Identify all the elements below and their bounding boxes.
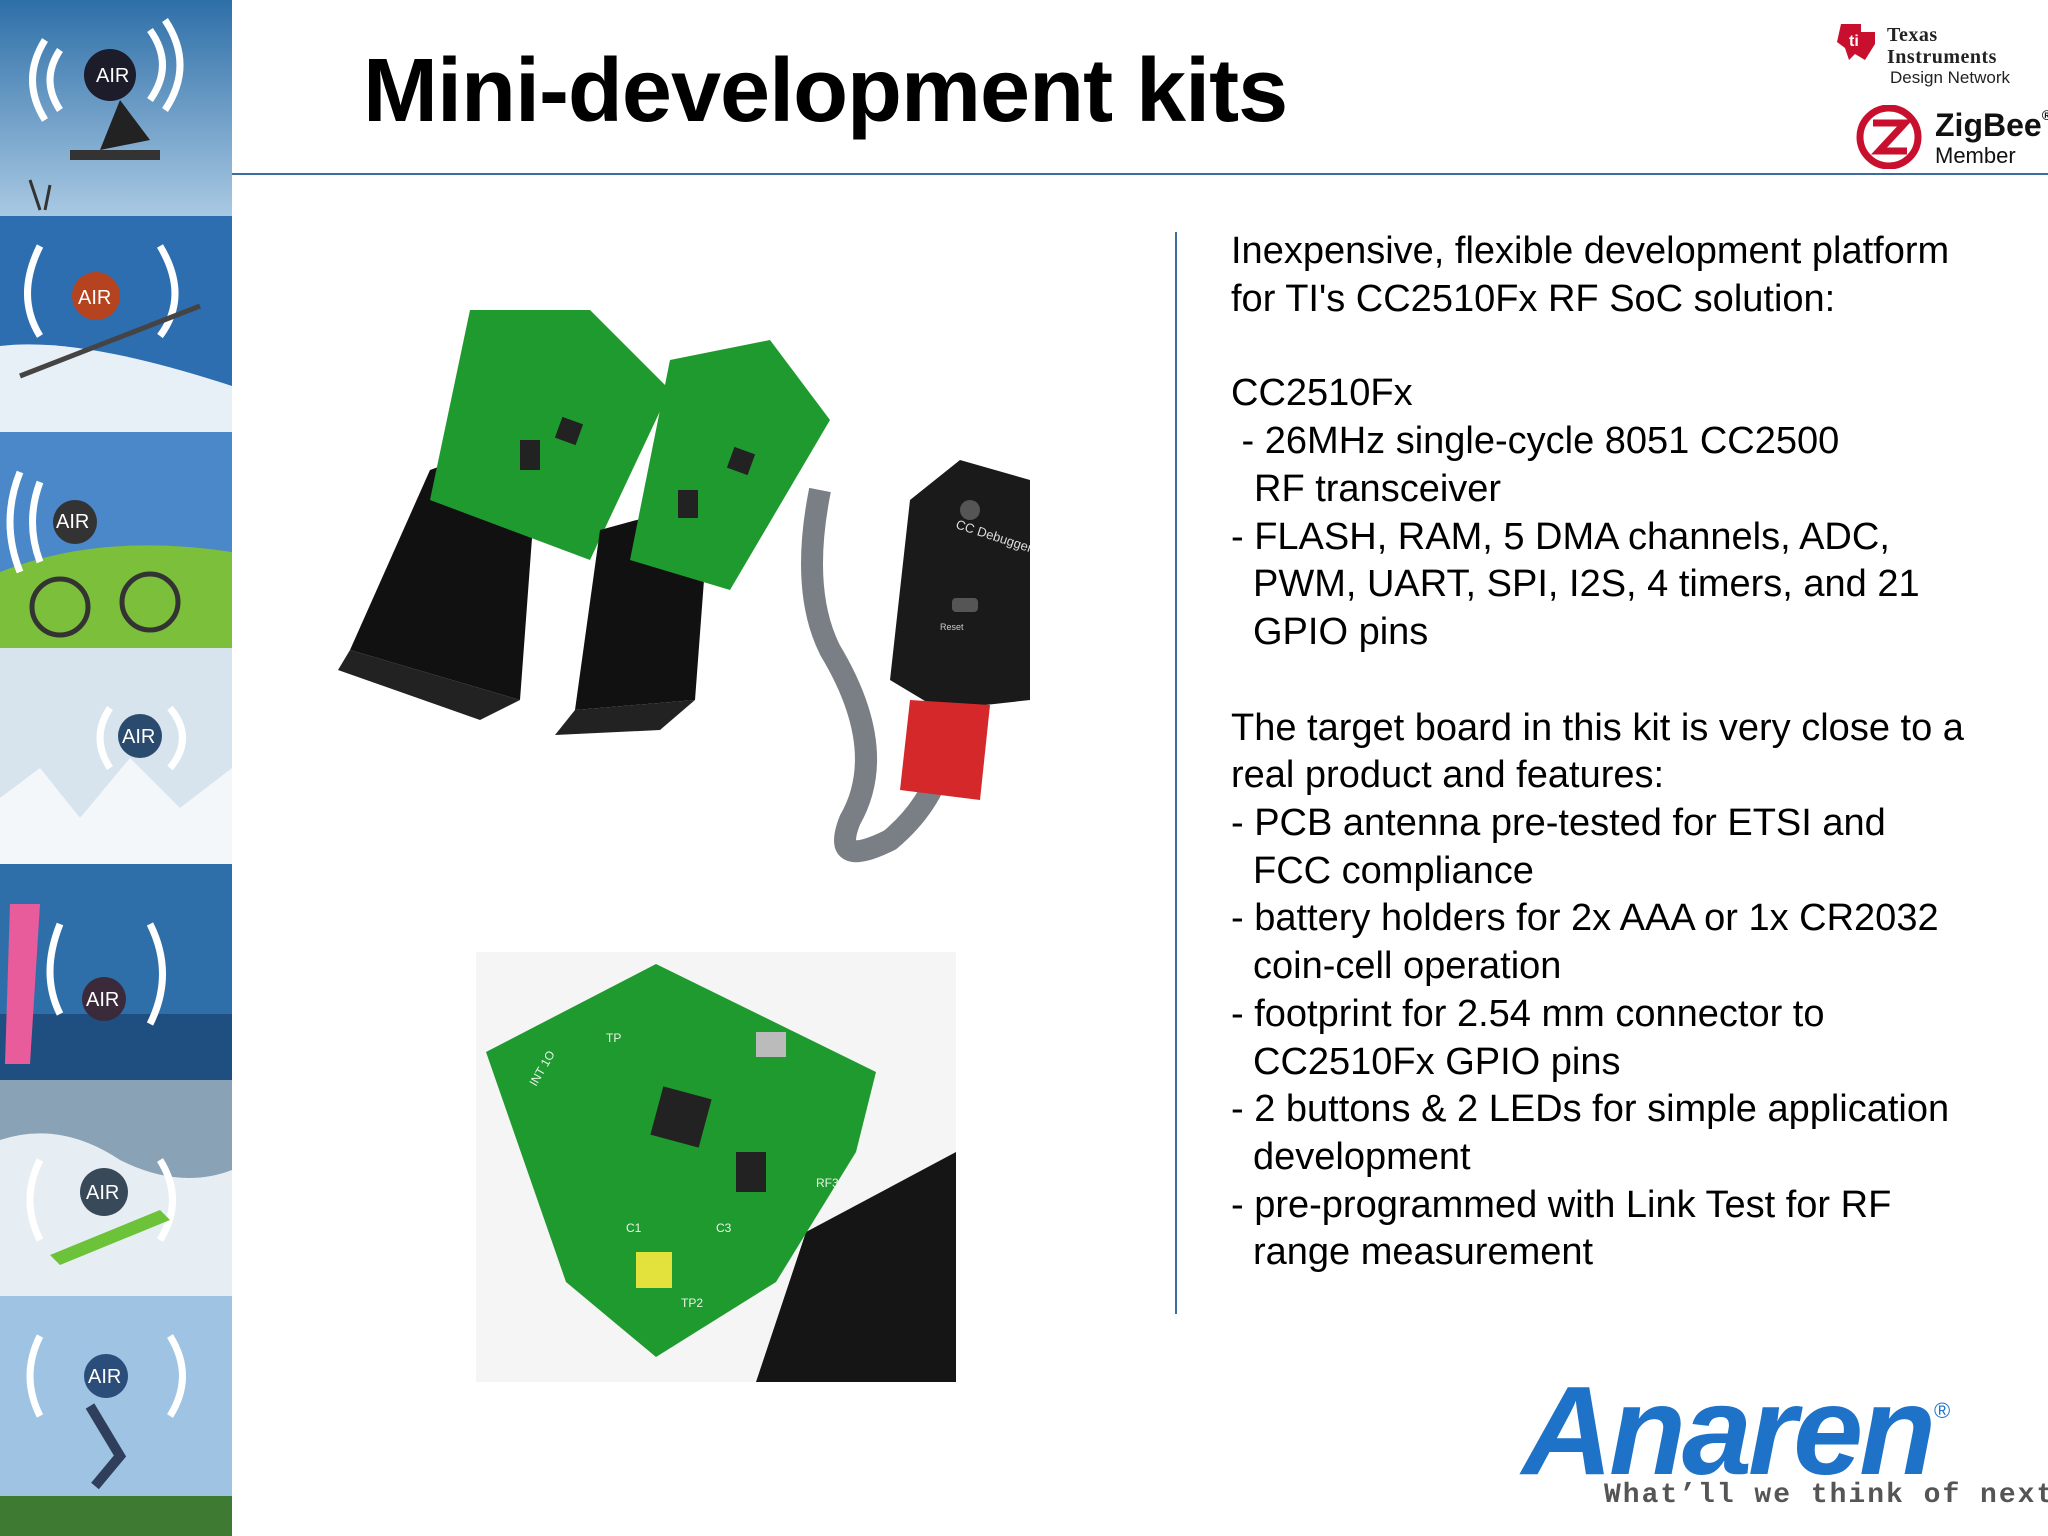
svg-text:AIR: AIR [86,1182,119,1204]
target-board-closeup [486,964,876,1357]
board-silkscreen-tp2: TP2 [681,1296,703,1310]
anaren-tagline: What’ll we think of next? [1604,1480,2048,1511]
feature-2-line-1: - battery holders for 2x AAA or 1x CR203… [1231,897,1939,940]
ti-state-icon: ti [1837,24,1875,60]
photo-panel-rollerblader: AIR [0,1296,232,1536]
svg-text:AIR: AIR [56,511,89,533]
slide-body-text: Inexpensive, flexible development platfo… [1231,228,2031,1277]
feature-3-line-2: CC2510Fx GPIO pins [1253,1040,1621,1083]
target-line-1: The target board in this kit is very clo… [1231,706,1964,749]
target-line-2: real product and features: [1231,754,1665,797]
test-pad [636,1252,672,1288]
feature-2-line-2: coin-cell operation [1253,945,1562,988]
anaren-registered-mark: ® [1934,1398,1951,1423]
zigbee-member-label: Member [1935,143,2016,168]
zigbee-member-logo: ZigBee® Member [1855,104,2048,170]
anaren-wordmark: Anaren [1522,1360,1936,1501]
chip-bullet-2-line-1: - FLASH, RAM, 5 DMA channels, ADC, [1231,515,1890,558]
zigbee-wordmark: ZigBee® [1935,107,2048,143]
photo-panel-snowboarder: AIR [0,648,232,864]
board-silkscreen-c1: C1 [626,1221,642,1235]
feature-4-line-2: development [1253,1135,1471,1178]
feature-4-line-1: - 2 buttons & 2 LEDs for simple applicat… [1231,1088,1950,1131]
chip-heading: CC2510Fx [1231,372,1413,415]
board-silkscreen-rf3: RF3 [816,1176,839,1190]
debug-adapter [900,700,990,800]
chip-bullet-1-line-2: RF transceiver [1254,467,1502,510]
title-divider [232,173,2048,175]
board-silkscreen-c3: C3 [716,1221,732,1235]
content-divider [1175,232,1177,1314]
target-board-left [430,310,670,560]
texas-instruments-logo: ti Texas Instruments Design Network [1835,20,2040,92]
svg-text:AIR: AIR [122,726,155,748]
svg-text:AIR: AIR [88,1366,121,1388]
target-board-closeup-photo: INT 1O TP TP2 RF3 C1 C3 [476,952,956,1382]
ti-name-line1: Texas [1887,24,1938,46]
feature-5-line-1: - pre-programmed with Link Test for RF [1231,1183,1892,1226]
battery-holder-closeup [756,1152,956,1382]
photo-panel-cyclist: AIR [0,432,232,648]
left-photo-strip: AIR AIR AIR [0,0,232,1536]
zigbee-z-icon [1856,104,1922,170]
chip-bullet-2-line-3: GPIO pins [1253,610,1429,653]
photo-panel-skier: AIR [0,216,232,432]
feature-5-line-2: range measurement [1253,1231,1594,1274]
ti-name-line2: Instruments [1887,46,1997,68]
photo-panel-skateboarder: AIR [0,0,232,216]
chip-bullet-1-line-1: - 26MHz single-cycle 8051 CC2500 [1231,420,1840,463]
ti-design-network: Design Network [1890,68,2010,87]
feature-3-line-1: - footprint for 2.54 mm connector to [1231,992,1825,1035]
cc-debugger-reset-label: Reset [940,622,964,632]
ti-company-name: Texas Instruments [1887,24,1997,68]
svg-text:AIR: AIR [86,989,119,1011]
photo-panel-kayaker: AIR [0,1080,232,1296]
ribbon-cable [801,487,961,863]
board-silkscreen-tp: TP [606,1031,621,1045]
feature-1-line-2: FCC compliance [1253,849,1534,892]
svg-text:AIR: AIR [78,287,111,309]
slide-title: Mini-development kits [363,41,1288,141]
chip-bullet-2-line-2: PWM, UART, SPI, I2S, 4 timers, and 21 [1253,563,1920,606]
feature-1-line-1: - PCB antenna pre-tested for ETSI and [1231,802,1886,845]
intro-line-1: Inexpensive, flexible development platfo… [1231,230,1950,272]
dev-kit-photo: CC Debugger Reset [330,230,1035,920]
anaren-logo: Anaren ® What’ll we think of next? [1520,1360,2048,1520]
photo-panel-windsurfer: AIR [0,864,232,1080]
svg-text:ti: ti [1849,33,1859,50]
cc2510-chip [650,1086,712,1148]
cc-debugger [890,460,1030,710]
intro-line-2: for TI's CC2510Fx RF SoC solution: [1231,277,1836,320]
svg-text:AIR: AIR [96,65,129,87]
